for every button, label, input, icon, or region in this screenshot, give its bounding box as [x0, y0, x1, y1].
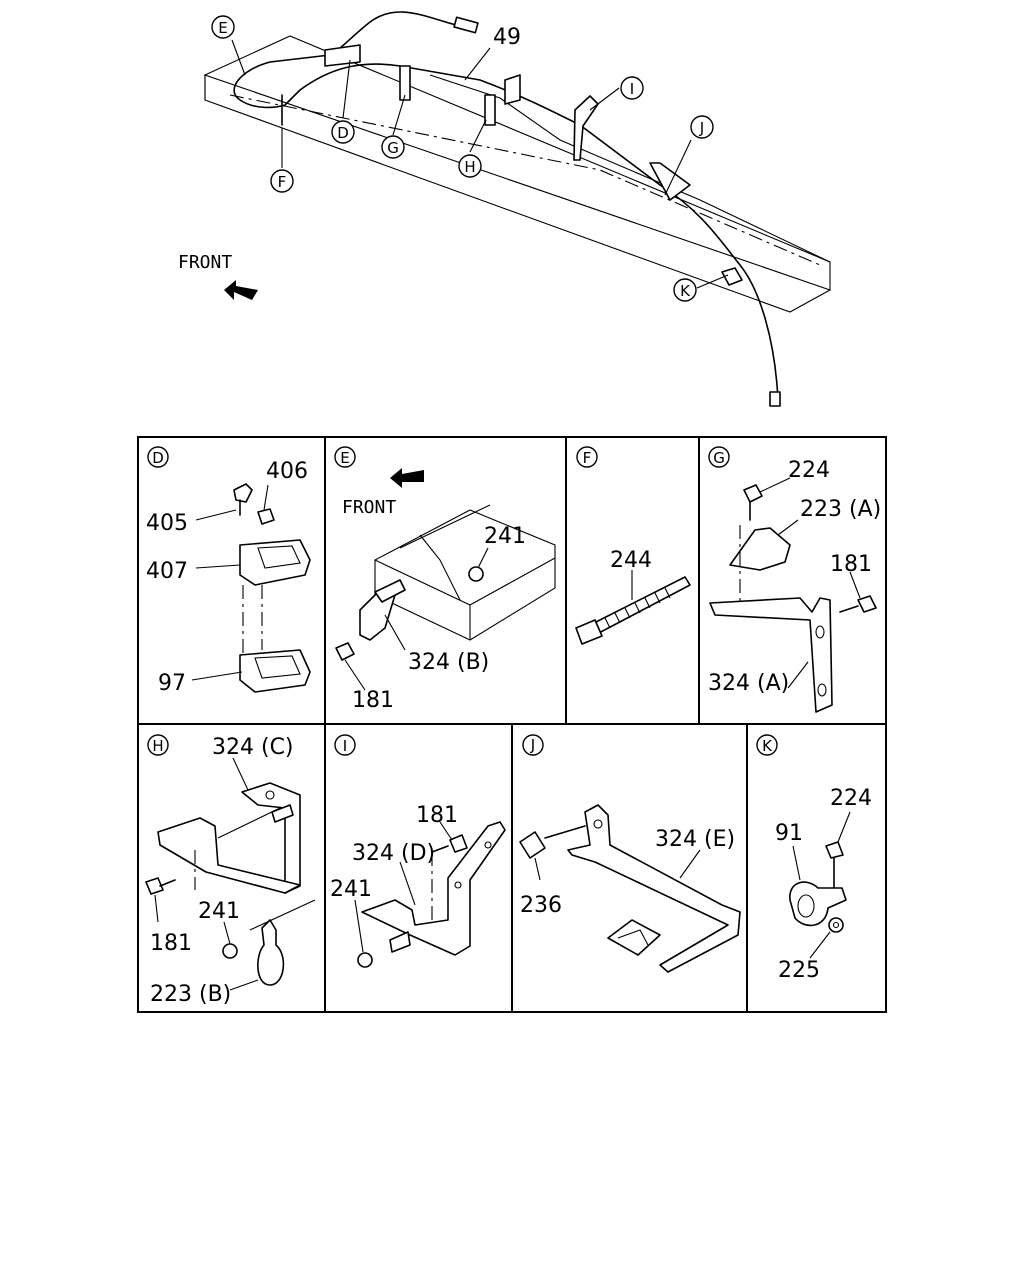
- svg-text:D: D: [152, 449, 164, 467]
- panel-i-label-324d: 324 (D): [352, 841, 435, 866]
- panel-k: K 224 91 225: [756, 734, 872, 983]
- front-label: FRONT: [178, 252, 232, 273]
- panel-i: I 181 324 (D) 241: [330, 734, 506, 968]
- callout-d: D: [331, 120, 355, 144]
- panel-d-label-407: 407: [146, 559, 188, 584]
- svg-text:K: K: [762, 737, 773, 755]
- svg-text:E: E: [340, 449, 349, 467]
- svg-text:H: H: [152, 737, 163, 755]
- front-arrow-icon: [390, 468, 424, 488]
- callout-k: K: [673, 278, 697, 302]
- svg-text:J: J: [699, 119, 704, 137]
- panel-i-label-241: 241: [330, 877, 372, 902]
- panel-k-label-225: 225: [778, 958, 820, 983]
- panel-g: G 224 223 (A) 181 324 (A): [708, 446, 881, 713]
- panel-g-label-181: 181: [830, 552, 872, 577]
- callout-j: J: [690, 115, 714, 139]
- callout-e: E: [211, 15, 235, 39]
- panel-g-label-223a: 223 (A): [800, 497, 881, 522]
- panel-h-label-241: 241: [198, 899, 240, 924]
- panel-j-label-236: 236: [520, 893, 562, 918]
- panel-e-front-label: FRONT: [342, 497, 396, 518]
- brake-cable: [233, 11, 779, 401]
- front-arrow-icon: [224, 280, 258, 300]
- panel-d-label-406: 406: [266, 459, 308, 484]
- svg-text:G: G: [387, 139, 399, 157]
- panel-d-label-97: 97: [158, 671, 186, 696]
- detail-grid: [137, 436, 887, 1013]
- panel-j-label-324e: 324 (E): [655, 827, 735, 852]
- svg-text:I: I: [630, 80, 634, 98]
- svg-text:J: J: [530, 736, 535, 754]
- svg-text:K: K: [680, 282, 691, 300]
- svg-text:H: H: [464, 158, 475, 176]
- panel-e: E FRONT 241 324 (B) 181: [334, 446, 556, 713]
- panel-f-label-244: 244: [610, 548, 652, 573]
- panel-h-label-223b: 223 (B): [150, 982, 231, 1007]
- panel-d-label-405: 405: [146, 511, 188, 536]
- svg-text:F: F: [278, 173, 287, 191]
- panel-e-label-324b: 324 (B): [408, 650, 489, 675]
- part-label-49: 49: [493, 25, 521, 50]
- panel-i-label-181: 181: [416, 803, 458, 828]
- overview-drawing: E D G H I J K F 49 FRONT: [178, 11, 831, 407]
- svg-text:D: D: [337, 124, 349, 142]
- svg-text:G: G: [713, 449, 725, 467]
- callout-f: F: [270, 169, 294, 193]
- panel-k-label-224: 224: [830, 786, 872, 811]
- panel-h-label-324c: 324 (C): [212, 735, 294, 760]
- panel-j: J 324 (E) 236: [519, 734, 741, 973]
- panel-h-label-181: 181: [150, 931, 192, 956]
- svg-text:F: F: [583, 449, 592, 467]
- callout-g: G: [381, 135, 405, 159]
- panel-g-label-224: 224: [788, 458, 830, 483]
- callout-h: H: [458, 154, 482, 178]
- panel-f: F 244: [575, 446, 691, 645]
- panel-e-label-181: 181: [352, 688, 394, 713]
- panel-d: D 406 405 407 97: [146, 446, 311, 696]
- svg-text:I: I: [343, 737, 347, 755]
- svg-text:E: E: [218, 19, 227, 37]
- panel-g-label-324a: 324 (A): [708, 671, 789, 696]
- callout-i: I: [620, 76, 644, 100]
- panel-h: H 324 (C) 181 241 223 (B): [145, 734, 316, 1007]
- panel-k-label-91: 91: [775, 821, 803, 846]
- panel-e-label-241: 241: [484, 524, 526, 549]
